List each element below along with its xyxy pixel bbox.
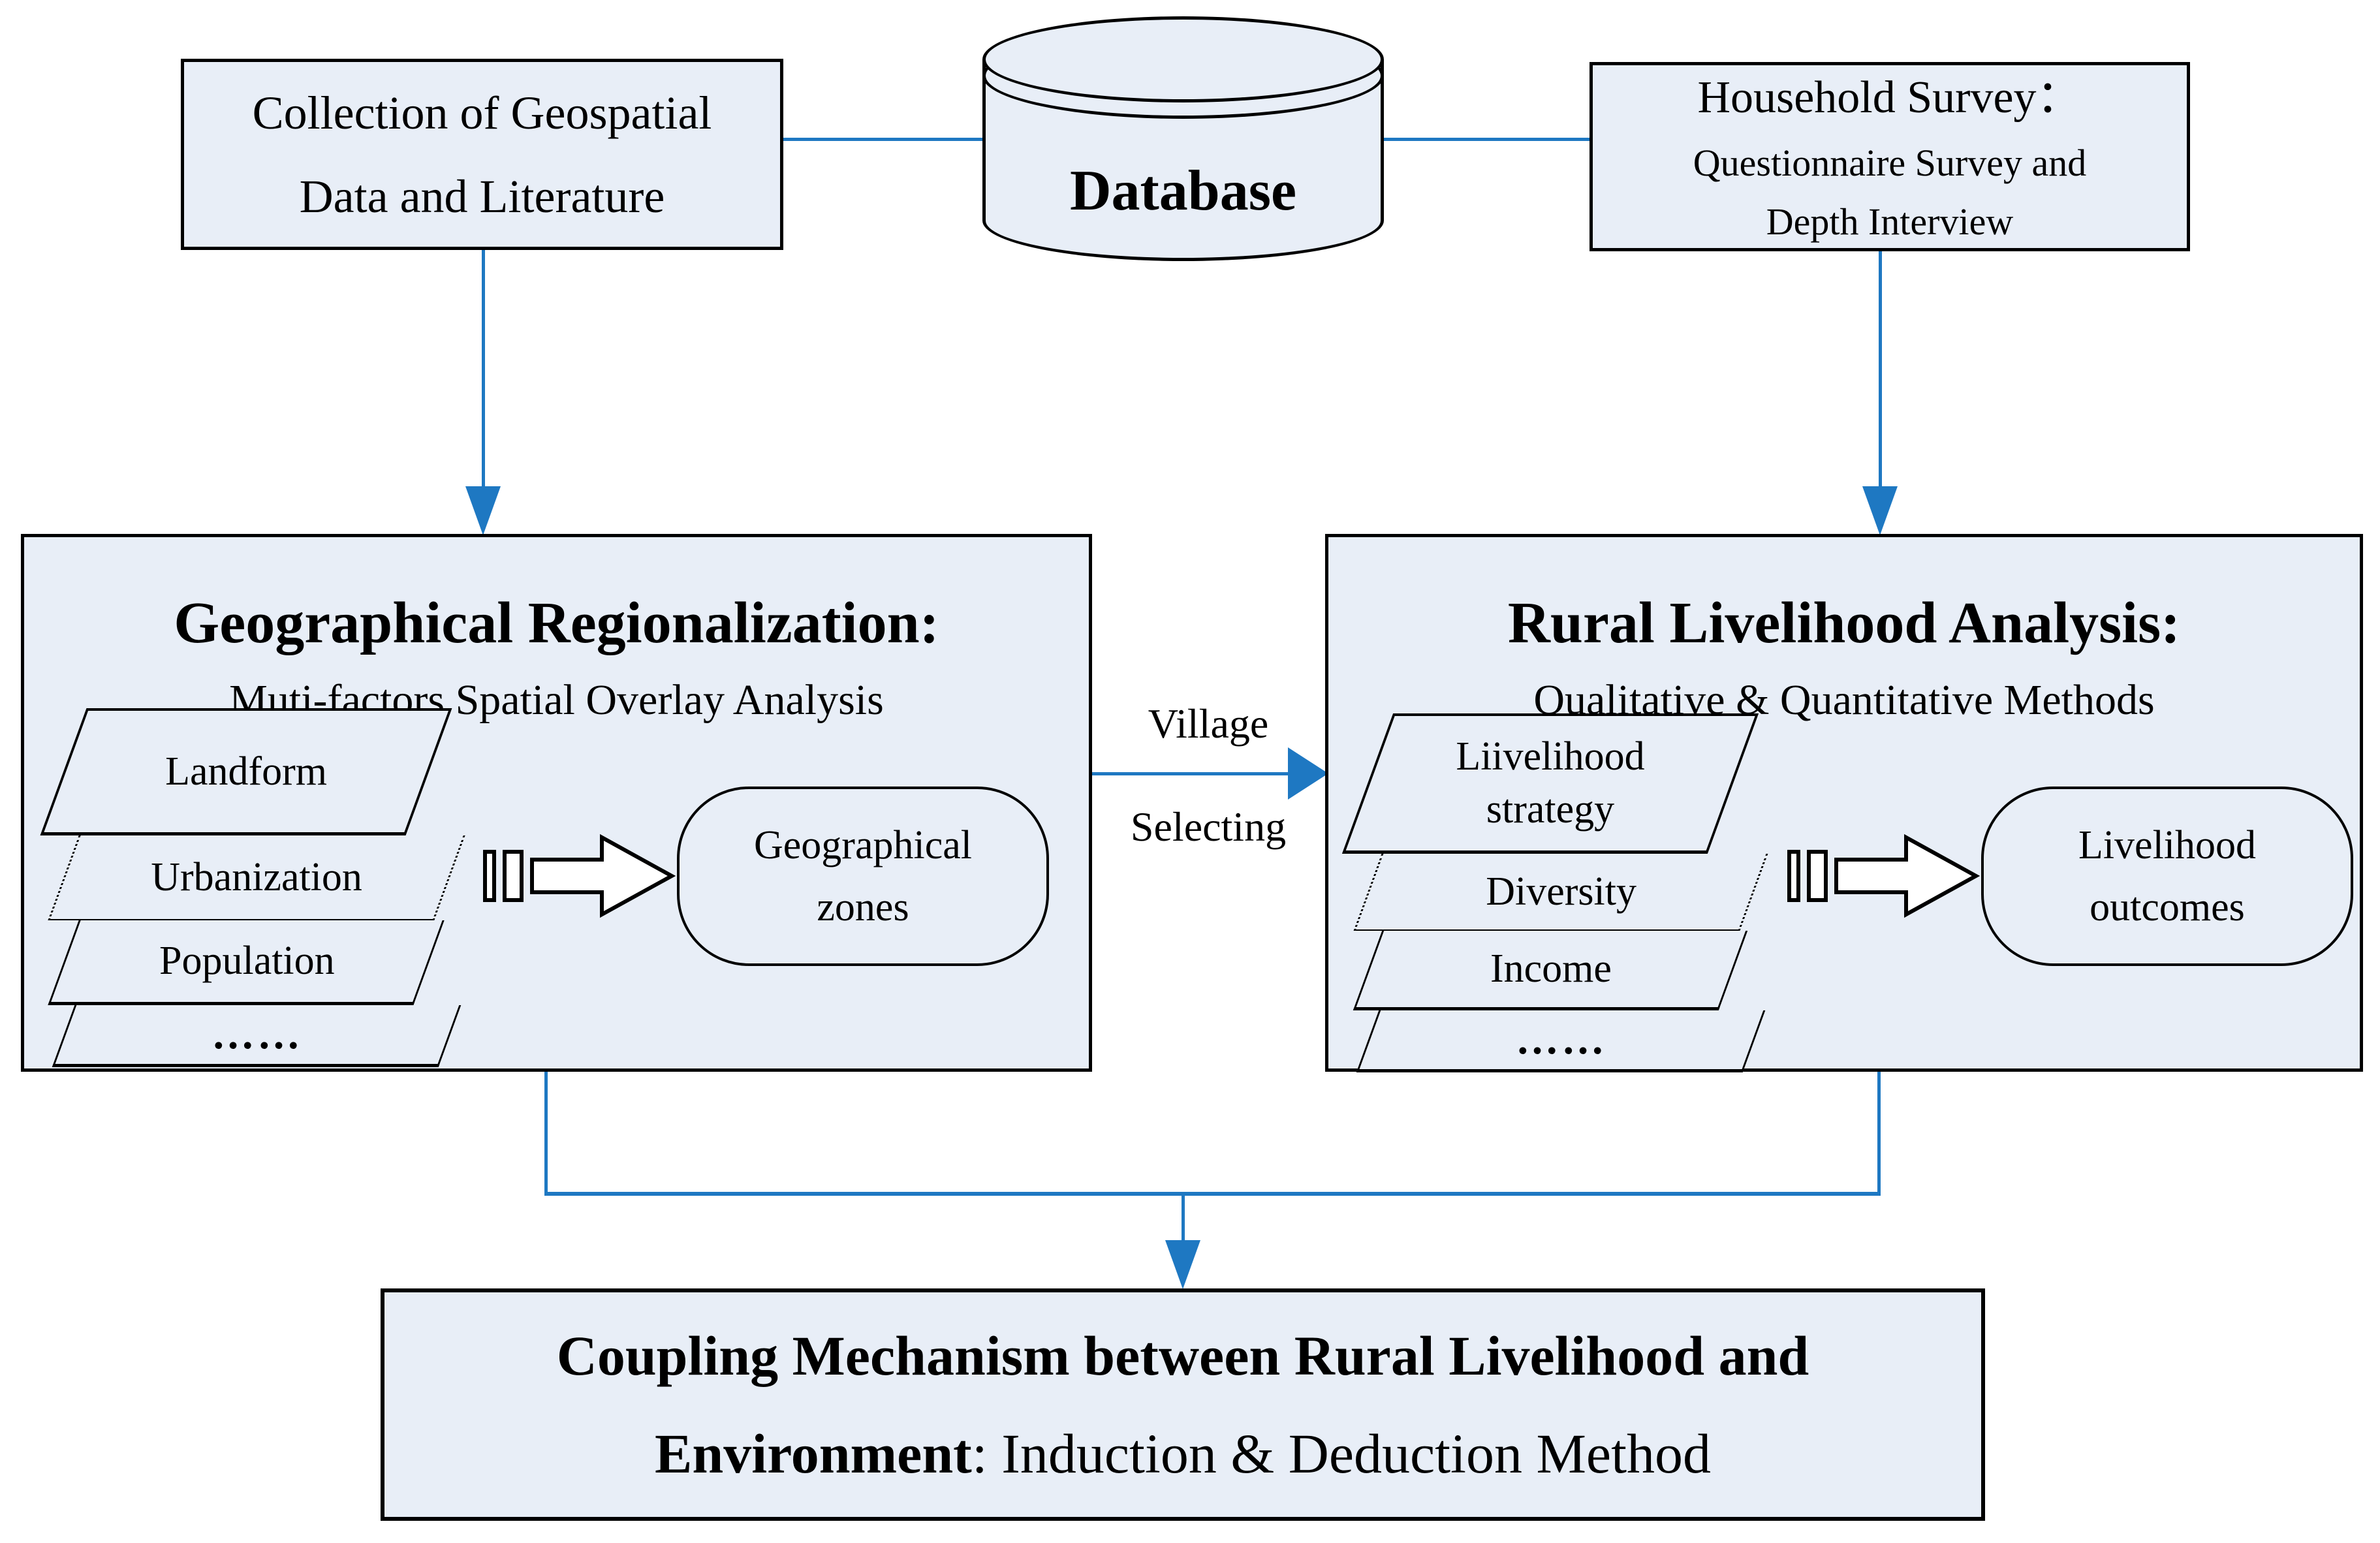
layer-diversity: Diversity [1353, 854, 1768, 931]
layer-ellipsis-label: …… [1515, 1016, 1607, 1064]
household-box-line1: Household Survey： [1697, 72, 2082, 123]
coupling-box-line2: Environment: Induction & Deduction Metho… [655, 1405, 1711, 1503]
geo-regionalization-box: Geographical Regionalization: Muti-facto… [21, 534, 1092, 1072]
livelihood-outcomes-label: Livelihood outcomes [2078, 822, 2257, 929]
selecting-label: Selecting [1130, 803, 1287, 850]
connector-elbow-horizontal-line [544, 1192, 1881, 1196]
connector-geo-elbow-line [544, 1072, 548, 1194]
layer-ellipsis-label: …… [211, 1010, 303, 1059]
livelihood-box-title: Rural Livelihood Analysis: [1507, 591, 2181, 655]
striped-arrow-icon [1787, 834, 1981, 918]
connector-collection-geo-line [482, 250, 485, 486]
right-arrow-icon [1288, 747, 1328, 800]
database-cylinder-top [982, 16, 1384, 102]
layer-livelihood-strategy-label: Liivelihood strategy [1456, 734, 1645, 832]
collection-box-line1: Collection of Geospatial [252, 86, 712, 139]
connector-coupling-line [1182, 1196, 1185, 1244]
down-arrow-icon [1862, 486, 1898, 535]
layer-population: Population [48, 920, 445, 1005]
livelihood-layer-stack: Liivelihood strategy Diversity Income …… [1341, 713, 1768, 1072]
geo-box-title: Geographical Regionalization: [174, 591, 939, 655]
layer-landform-label: Landform [165, 749, 328, 794]
layer-diversity-label: Diversity [1485, 869, 1636, 914]
layer-livelihood-strategy: Liivelihood strategy [1341, 713, 1759, 854]
connector-village-line [1092, 772, 1288, 775]
layer-landform: Landform [40, 708, 452, 835]
household-box-line2: Questionnaire Survey and [1693, 142, 2087, 184]
coupling-box-line2-rest: : Induction & Deduction Method [971, 1422, 1711, 1485]
coupling-box-line2-bold: Environment [655, 1422, 972, 1485]
database-label: Database [1069, 159, 1297, 223]
geo-layer-stack: Landform Urbanization Population …… [40, 708, 465, 1067]
collection-box: Collection of Geospatial Data and Litera… [181, 59, 783, 250]
village-label: Village [1148, 700, 1269, 747]
connector-collection-database-line [783, 138, 982, 141]
geographical-zones-label: Geographical zones [754, 822, 972, 929]
down-arrow-icon [465, 486, 501, 535]
layer-ellipsis: …… [52, 1005, 462, 1067]
rural-livelihood-box: Rural Livelihood Analysis: Qualitative &… [1325, 534, 2363, 1072]
layer-income: Income [1353, 931, 1748, 1010]
household-box-line3: Depth Interview [1766, 200, 2014, 243]
layer-income-label: Income [1490, 946, 1612, 991]
coupling-box-line1: Coupling Mechanism between Rural Livelih… [556, 1324, 1809, 1387]
connector-database-household-line [1384, 138, 1589, 141]
connector-household-livelihood-line [1879, 251, 1882, 486]
coupling-mechanism-box: Coupling Mechanism between Rural Livelih… [381, 1288, 1985, 1521]
household-box: Household Survey： Questionnaire Survey a… [1589, 62, 2190, 251]
connector-livelihood-elbow-line [1877, 1072, 1881, 1194]
layer-ellipsis: …… [1356, 1010, 1766, 1072]
striped-arrow-icon [483, 834, 676, 918]
geographical-zones-shape: Geographical zones [677, 787, 1049, 966]
livelihood-outcomes-shape: Livelihood outcomes [1981, 787, 2353, 966]
collection-box-line2: Data and Literature [299, 170, 665, 223]
down-arrow-icon [1165, 1240, 1200, 1289]
layer-urbanization-label: Urbanization [151, 854, 363, 899]
layer-population-label: Population [159, 939, 335, 984]
layer-urbanization: Urbanization [48, 835, 465, 920]
